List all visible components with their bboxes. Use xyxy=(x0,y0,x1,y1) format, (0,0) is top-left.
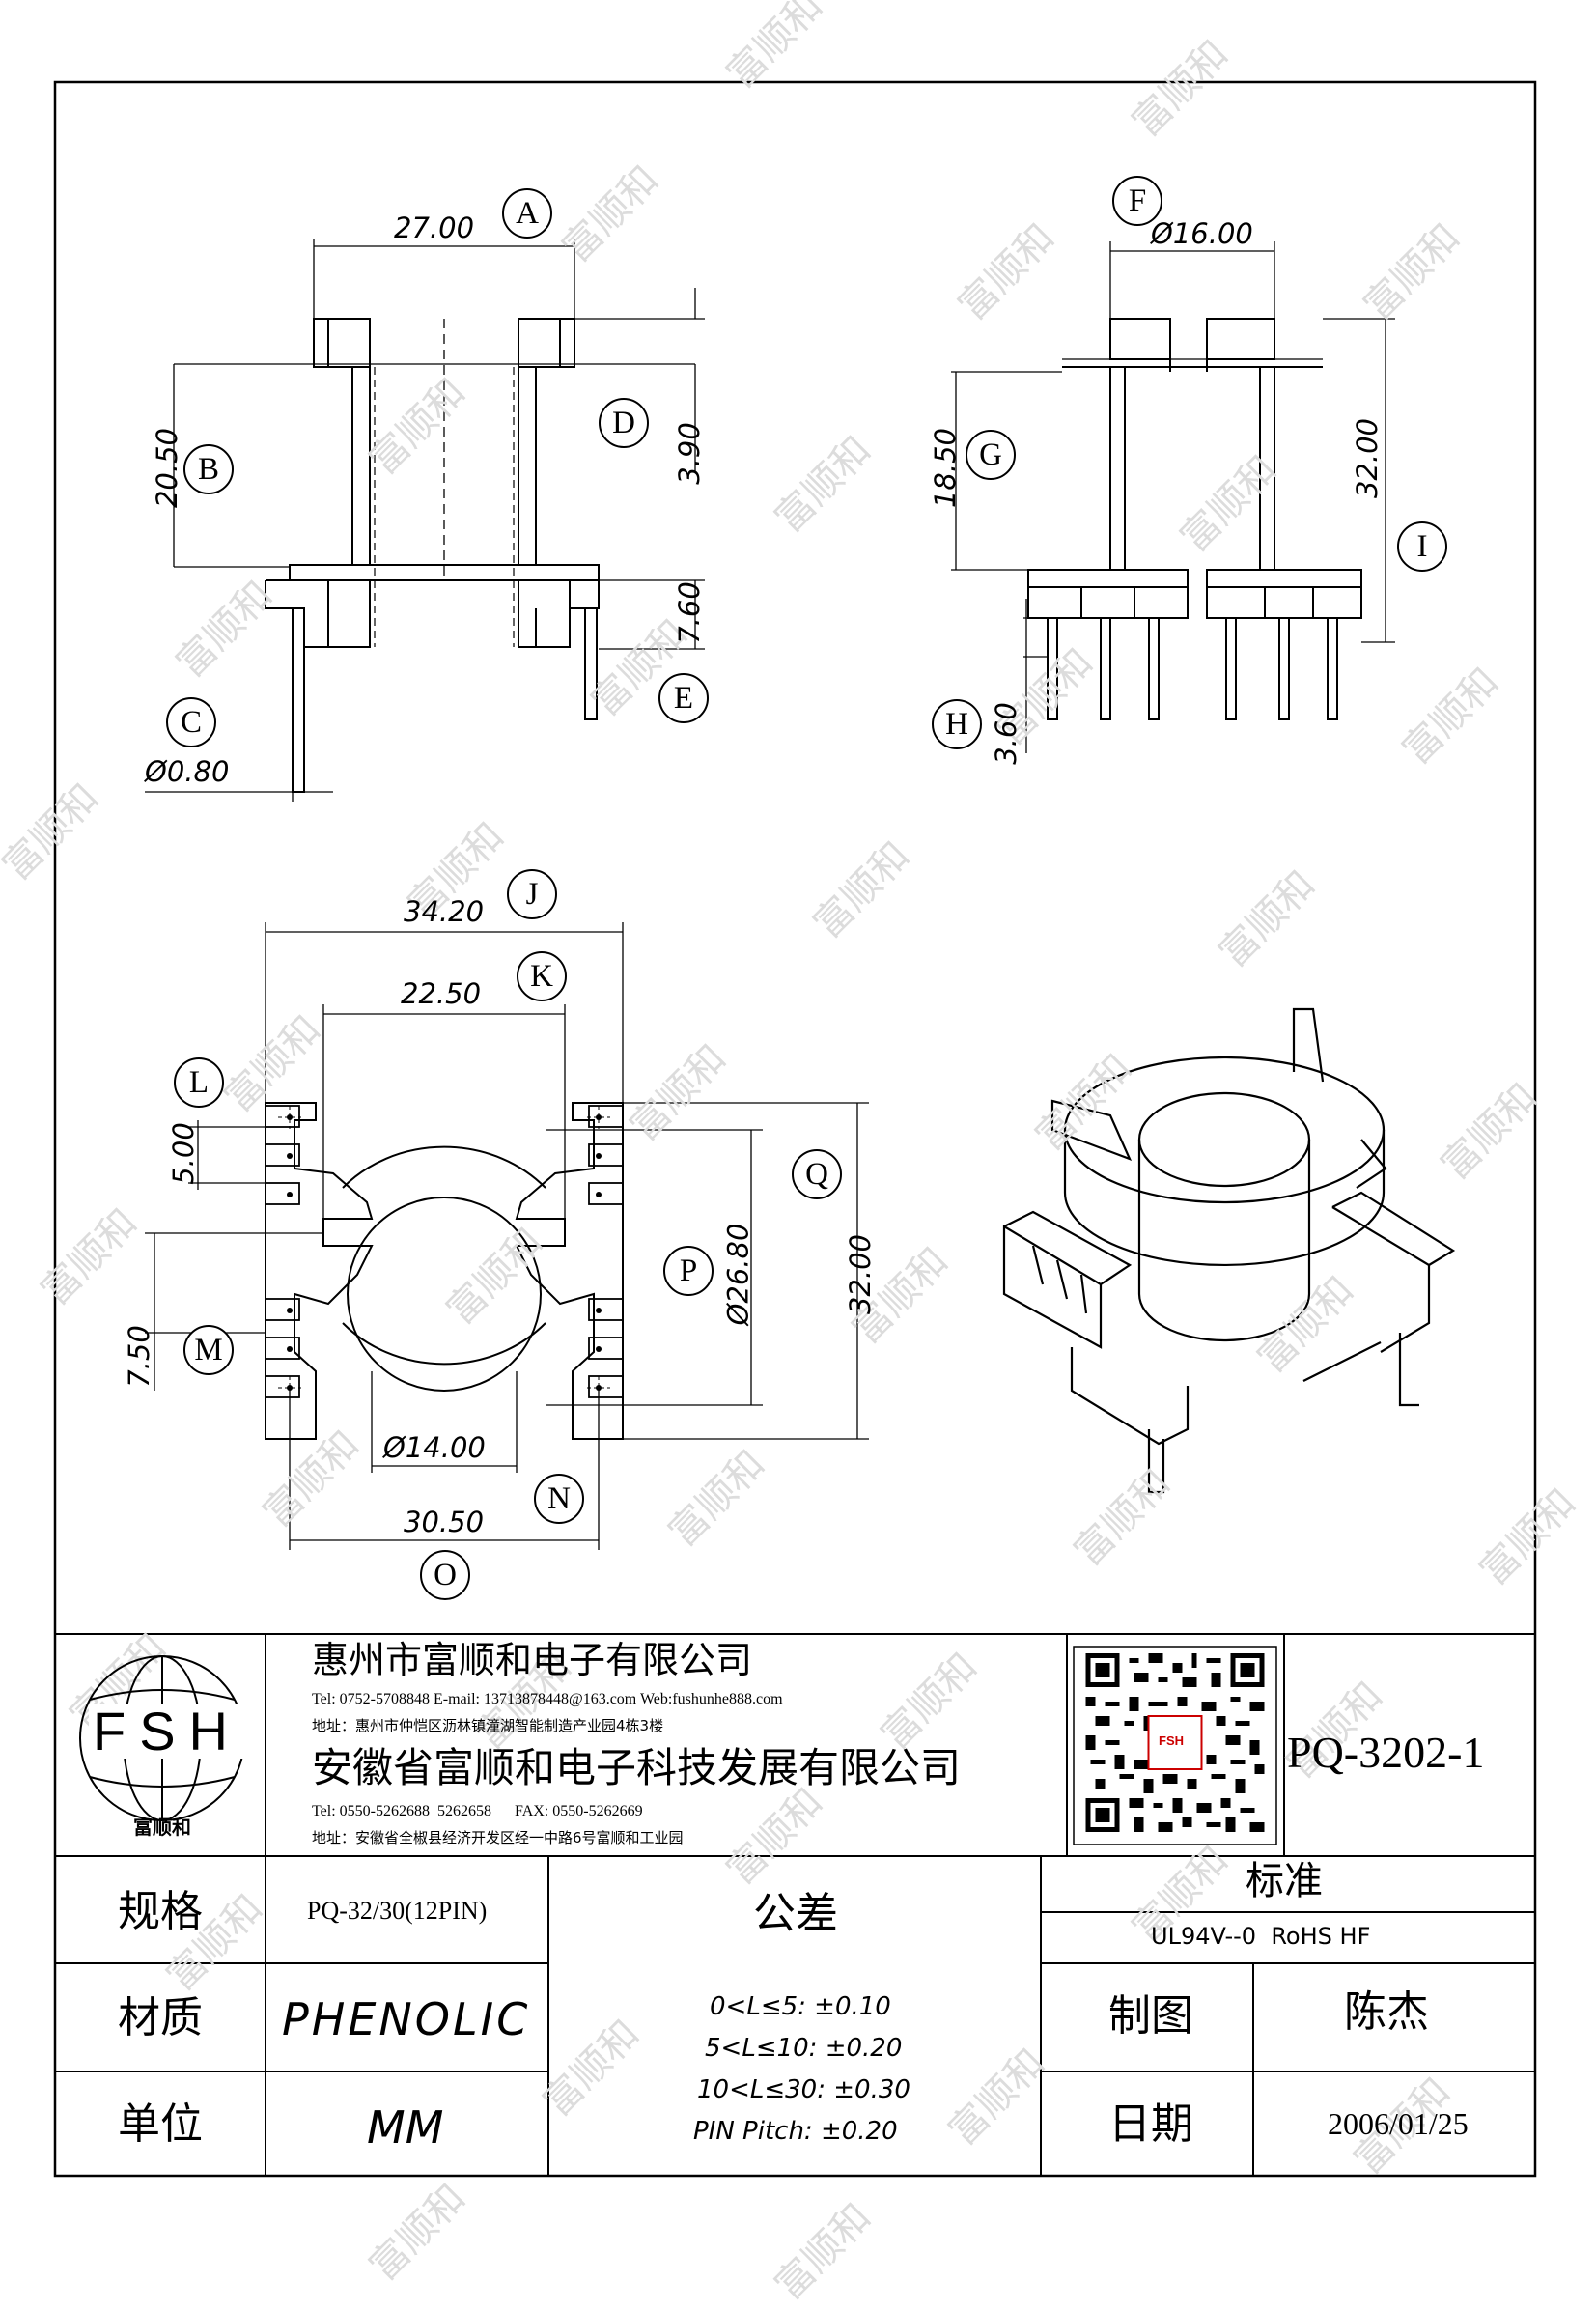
label-m: M xyxy=(183,1325,234,1375)
drawn-label: 制图 xyxy=(1108,1991,1193,2041)
part-number: PQ-3202-1 xyxy=(1287,1728,1485,1777)
label-h: H xyxy=(932,699,982,749)
unit-value: MM xyxy=(367,2101,444,2154)
company-address-huizhou: 地址：惠州市仲恺区沥林镇潼湖智能制造产业园4栋3楼 xyxy=(312,1717,664,1734)
label-j: J xyxy=(507,869,557,919)
label-b: B xyxy=(183,444,234,494)
unit-label: 单位 xyxy=(118,2099,203,2149)
qr-badge: FSH xyxy=(1159,1733,1184,1748)
tolerance-label: 公差 xyxy=(753,1889,838,1938)
dim-g-value: 18.50 xyxy=(929,427,963,509)
drawn-value: 陈杰 xyxy=(1344,1987,1429,2037)
technical-drawing xyxy=(53,80,1537,2178)
dim-a-value: 27.00 xyxy=(394,211,475,244)
dim-h-value: 3.60 xyxy=(989,702,1022,765)
dim-m-value: 7.50 xyxy=(122,1325,155,1388)
material-value: PHENOLIC xyxy=(282,1993,531,2045)
company-name-anhui: 安徽省富顺和电子科技发展有限公司 xyxy=(312,1744,962,1791)
label-q: Q xyxy=(792,1149,842,1199)
label-a: A xyxy=(502,188,552,239)
label-d: D xyxy=(599,398,649,448)
side-view xyxy=(951,241,1395,753)
dim-l-value: 5.00 xyxy=(166,1122,200,1185)
company-contact-huizhou: Tel: 0752-5708848 E-mail: 13713878448@16… xyxy=(312,1691,783,1707)
dim-q-value: 32.00 xyxy=(844,1233,878,1315)
dim-e-value: 7.60 xyxy=(672,581,706,644)
tolerance-line-2: 5<L≤10: ±0.20 xyxy=(705,2034,903,2063)
dim-d-value: 3.90 xyxy=(672,422,706,485)
company-address-anhui: 地址：安徽省全椒县经济开发区经一中路6号富顺和工业园 xyxy=(312,1829,684,1846)
label-p: P xyxy=(663,1246,714,1296)
label-f: F xyxy=(1112,176,1162,226)
label-l: L xyxy=(174,1057,224,1108)
label-c: C xyxy=(166,697,216,747)
logo-caption: 富顺和 xyxy=(133,1816,191,1839)
material-label: 材质 xyxy=(118,1993,203,2042)
label-k: K xyxy=(517,951,567,1001)
label-g: G xyxy=(966,430,1016,480)
standard-value: UL94V--0 RoHS HF xyxy=(1151,1923,1371,1950)
qr-frame xyxy=(1073,1646,1277,1845)
date-label: 日期 xyxy=(1108,2099,1193,2149)
label-o: O xyxy=(420,1550,470,1600)
standard-label: 标准 xyxy=(1246,1859,1323,1903)
dim-c-value: Ø0.80 xyxy=(145,755,230,788)
tolerance-line-1: 0<L≤5: ±0.10 xyxy=(710,1992,891,2021)
bottom-view xyxy=(145,922,869,1550)
front-view xyxy=(145,239,705,802)
qr-code xyxy=(1085,1653,1265,1832)
spec-label: 规格 xyxy=(118,1887,203,1936)
dim-i-value: 32.00 xyxy=(1351,417,1385,499)
dim-o-value: 30.50 xyxy=(404,1506,485,1538)
drawing-frame xyxy=(53,80,1537,2178)
dim-n-value: Ø14.00 xyxy=(383,1431,486,1464)
tolerance-line-4: PIN Pitch: ±0.20 xyxy=(693,2117,898,2146)
date-value: 2006/01/25 xyxy=(1328,2106,1469,2141)
dim-b-value: 20.50 xyxy=(151,427,184,509)
dim-j-value: 34.20 xyxy=(404,895,485,928)
company-contact-anhui: Tel: 0550-5262688 5262658 FAX: 0550-5262… xyxy=(312,1803,643,1819)
company-name-huizhou: 惠州市富顺和电子有限公司 xyxy=(312,1639,753,1681)
logo-letters: FSH xyxy=(89,1704,245,1759)
dim-f-value: Ø16.00 xyxy=(1151,217,1253,250)
spec-value: PQ-32/30(12PIN) xyxy=(307,1897,488,1925)
label-i: I xyxy=(1397,521,1447,572)
dim-k-value: 22.50 xyxy=(401,977,482,1010)
label-n: N xyxy=(534,1474,584,1524)
tolerance-line-3: 10<L≤30: ±0.30 xyxy=(697,2075,910,2104)
label-e: E xyxy=(658,673,709,723)
dim-p-value: Ø26.80 xyxy=(721,1223,755,1326)
isometric-view xyxy=(1002,1007,1456,1494)
